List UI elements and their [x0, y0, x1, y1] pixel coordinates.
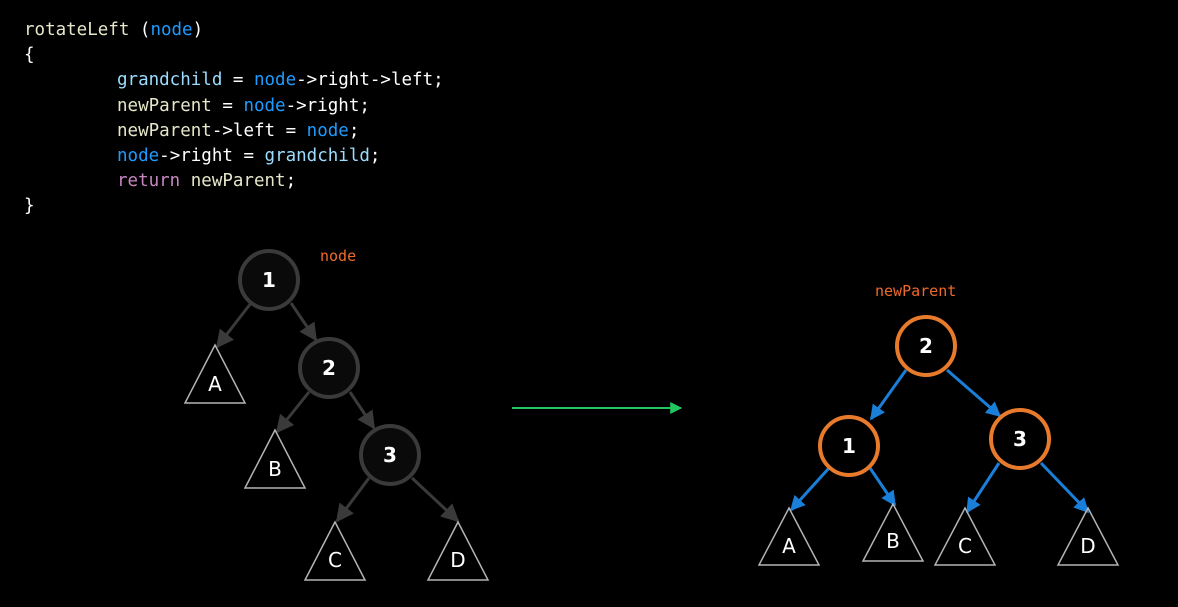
- leaf-label: A: [208, 372, 222, 396]
- code-token: return: [117, 171, 181, 192]
- code-token: grandchild: [264, 145, 370, 166]
- code-token: ->: [285, 95, 307, 116]
- leaf-label: A: [782, 534, 796, 558]
- edge-3-to-D: [410, 476, 460, 523]
- code-token: =: [211, 95, 244, 116]
- edge-2-to-3: [348, 391, 376, 430]
- code-token: }: [24, 196, 35, 217]
- code-line: newParent->left = node;: [24, 119, 444, 144]
- code-token: left: [232, 120, 276, 141]
- code-token: right: [306, 95, 360, 116]
- edge-2-to-1: [869, 369, 908, 421]
- tree-node-1: 1: [238, 249, 300, 311]
- code-token: newParent: [117, 95, 212, 116]
- code-token: ->: [296, 70, 318, 91]
- after-tree: 2 1 3 A B C D: [757, 282, 1120, 566]
- leaf-label: D: [450, 548, 465, 572]
- edge-1-to-A: [215, 302, 253, 349]
- tree-node-3: 3: [989, 408, 1051, 470]
- tree-node-1: 1: [818, 415, 880, 477]
- subtree-leaf-C: C: [303, 520, 367, 581]
- code-token: (: [139, 20, 151, 40]
- subtree-leaf-A: A: [183, 343, 247, 404]
- tree-node-label: 1: [842, 434, 856, 458]
- code-token: newParent: [180, 171, 286, 192]
- tree-node-label: 2: [322, 356, 336, 380]
- code-token: rotateLeft: [24, 20, 140, 40]
- edge-1-to-B: [868, 467, 897, 507]
- code-token: ;: [285, 171, 297, 192]
- code-token: ;: [433, 70, 444, 91]
- subtree-leaf-C: C: [933, 506, 997, 566]
- code-block: rotateLeft (node){grandchild = node->rig…: [24, 18, 444, 220]
- subtree-leaf-B: B: [861, 502, 925, 562]
- tree-node-2: 2: [895, 315, 957, 377]
- code-token: left: [390, 70, 434, 91]
- before-tree: 1 2 3 A B C D: [183, 247, 490, 581]
- code-token: right: [317, 70, 370, 91]
- code-token: ): [192, 20, 204, 40]
- code-line: grandchild = node->right->left;: [24, 68, 444, 93]
- leaf-label: B: [268, 457, 282, 481]
- edge-1-to-2: [289, 302, 318, 342]
- code-token: =: [232, 145, 265, 166]
- tree-node-label: 2: [919, 334, 933, 358]
- edge-2-to-3: [946, 368, 1002, 418]
- code-token: ->: [159, 145, 181, 166]
- code-token: node: [117, 145, 160, 166]
- tree-node-2: 2: [298, 337, 360, 399]
- code-token: ->: [369, 70, 391, 91]
- code-token: ;: [348, 120, 360, 141]
- tree-node-label: 3: [1013, 427, 1027, 451]
- code-line: rotateLeft (node): [24, 18, 444, 43]
- subtree-leaf-D: D: [1056, 506, 1120, 566]
- code-token: grandchild: [117, 70, 223, 91]
- subtree-leaf-A: A: [757, 506, 821, 566]
- edge-2-to-B: [275, 391, 311, 434]
- code-line: {: [24, 43, 444, 68]
- code-token: ;: [369, 145, 381, 166]
- new-parent-pointer-label: newParent: [875, 282, 956, 300]
- code-token: right: [180, 145, 233, 166]
- code-token: newParent: [117, 120, 212, 141]
- tree-node-3: 3: [359, 424, 421, 486]
- code-token: node: [243, 95, 286, 116]
- code-token: ->: [211, 120, 233, 141]
- code-line: node->right = grandchild;: [24, 144, 444, 169]
- code-line: }: [24, 194, 444, 219]
- code-token: node: [253, 70, 297, 91]
- code-token: {: [24, 45, 35, 66]
- edge-3-to-D: [1039, 461, 1090, 514]
- leaf-label: D: [1080, 534, 1095, 558]
- leaf-label: B: [886, 529, 900, 553]
- tree-node-label: 1: [262, 268, 276, 292]
- code-token: node: [306, 120, 349, 141]
- edge-3-to-C: [335, 477, 371, 523]
- code-line: return newParent;: [24, 169, 444, 194]
- leaf-label: C: [958, 534, 972, 558]
- code-token: =: [275, 120, 307, 141]
- code-token: node: [150, 20, 193, 40]
- code-token: ;: [359, 95, 370, 116]
- edge-1-to-A: [789, 466, 831, 512]
- subtree-leaf-D: D: [426, 520, 490, 581]
- leaf-label: C: [328, 548, 342, 572]
- node-pointer-label: node: [320, 247, 356, 265]
- code-line: newParent = node->right;: [24, 94, 444, 119]
- code-token: =: [222, 70, 254, 91]
- tree-node-label: 3: [383, 443, 397, 467]
- edge-3-to-C: [965, 462, 1001, 514]
- subtree-leaf-B: B: [243, 428, 307, 489]
